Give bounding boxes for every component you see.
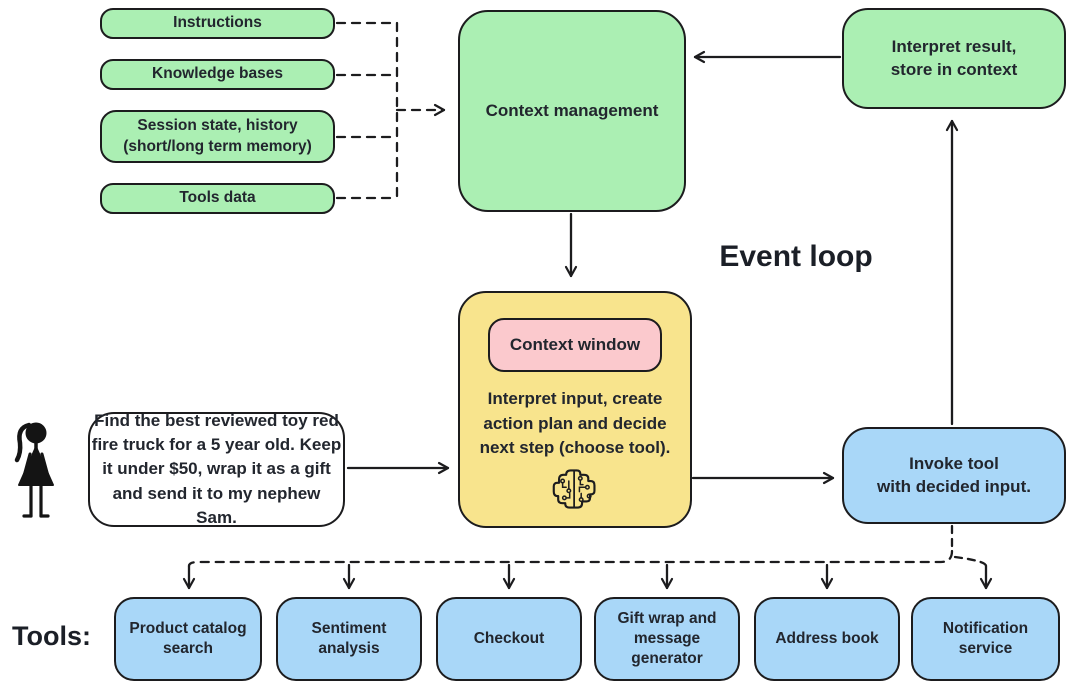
llm-box: Context window Interpret input, create a… (458, 291, 692, 528)
context-management-label: Context management (485, 100, 659, 120)
llm-description: Interpret input, create action plan and … (479, 389, 671, 458)
source-label: Session state, history (short/long term … (123, 117, 312, 155)
tool-label: Address book (775, 629, 879, 647)
source-box-session-state: Session state, history (short/long term … (100, 110, 335, 163)
source-label: Tools data (179, 189, 256, 207)
source-box-instructions: Instructions (100, 8, 335, 39)
tool-box-sentiment-analysis: Sentiment analysis (276, 597, 422, 681)
tool-box-notification-service: Notification service (911, 597, 1060, 681)
tool-box-gift-wrap-generator: Gift wrap and message generator (594, 597, 740, 681)
invoke-tool-label: Invoke tool with decided input. (877, 454, 1031, 496)
tool-label: Product catalog search (129, 619, 247, 657)
invoke-tool-box: Invoke tool with decided input. (842, 427, 1066, 524)
source-box-knowledge-bases: Knowledge bases (100, 59, 335, 90)
tool-box-product-catalog-search: Product catalog search (114, 597, 262, 681)
interpret-result-box: Interpret result, store in context (842, 8, 1066, 109)
user-request-bubble: Find the best reviewed toy red fire truc… (88, 411, 345, 527)
tool-box-checkout: Checkout (436, 597, 582, 681)
user-request-text: Find the best reviewed toy red fire truc… (91, 411, 342, 527)
interpret-result-label: Interpret result, store in context (890, 37, 1018, 79)
context-window-box: Context window (488, 318, 662, 372)
source-label: Instructions (173, 14, 262, 32)
source-label: Knowledge bases (152, 65, 283, 83)
context-management-box: Context management (458, 10, 686, 212)
tool-label: Checkout (473, 629, 545, 647)
circuit-brain-icon (552, 469, 596, 509)
tool-box-address-book: Address book (754, 597, 900, 681)
dashed-tools-bus (187, 549, 954, 568)
girl-doodle-icon (14, 422, 54, 518)
dashed-tools-bus-right-curl (953, 555, 988, 568)
context-window-label: Context window (509, 334, 641, 354)
tool-label: Gift wrap and message generator (617, 609, 717, 668)
event-loop-label: Event loop (719, 240, 873, 273)
tool-label: Notification service (942, 619, 1029, 657)
source-box-tools-data: Tools data (100, 183, 335, 214)
tool-label: Sentiment analysis (311, 619, 387, 657)
tools-label: Tools: (12, 621, 91, 651)
